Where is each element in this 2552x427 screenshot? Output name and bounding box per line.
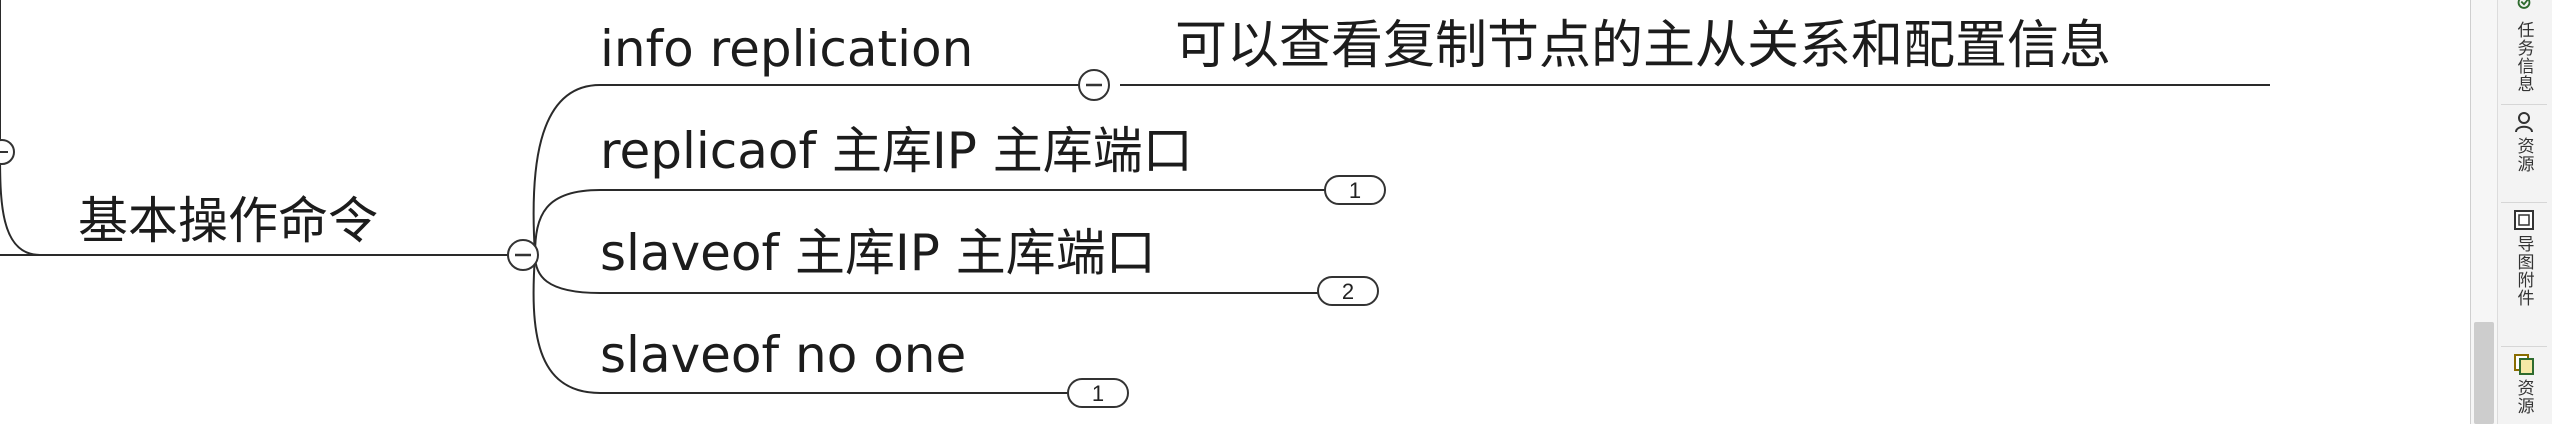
connector-child-2 [534,189,1330,256]
badge-count: 1 [1349,178,1361,203]
tab-resource[interactable]: 资源 [2501,104,2547,197]
tab-label: 导图附件 [2513,235,2534,307]
tab-task-info[interactable]: 任务信息 [2501,0,2547,93]
connector-child-4 [532,254,1070,394]
tab-label: 资源 [2513,137,2534,173]
connector-child-1 [532,84,1100,256]
scrollbar[interactable] [2471,0,2498,424]
attachment-icon [2514,210,2534,230]
badge-count: 2 [1342,279,1354,304]
child-node-slaveof-no-one[interactable]: slaveof no one [600,326,966,384]
collapse-button-parent[interactable] [507,239,539,271]
count-badge-child-2[interactable]: 1 [1324,175,1386,205]
parent-node-label[interactable]: 基本操作命令 [78,192,378,250]
resource-icon [2515,112,2533,133]
task-info-icon [2517,0,2531,9]
mindmap-canvas: 基本操作命令 info replication 可以查看复制节点的主从关系和配置… [0,0,2270,408]
count-badge-child-4[interactable]: 1 [1067,378,1129,408]
child-node-replicaof[interactable]: replicaof 主库IP 主库端口 [600,122,1193,180]
child-node-info-replication[interactable]: info replication [600,20,973,78]
badge-count: 1 [1092,381,1104,406]
resource-copy-icon [2514,354,2534,375]
tab-label: 任务信息 [2513,21,2534,93]
count-badge-child-3[interactable]: 2 [1317,276,1379,306]
child-node-slaveof[interactable]: slaveof 主库IP 主库端口 [600,224,1156,282]
collapse-button-root[interactable] [0,139,15,165]
collapse-button-child-1[interactable] [1078,69,1110,101]
side-panel: 任务信息 资源 导图附件 资源 [2470,0,2552,424]
scrollbar-thumb[interactable] [2474,322,2494,424]
tab-label: 资源 [2513,379,2534,415]
note-text[interactable]: 可以查看复制节点的主从关系和配置信息 [1175,16,2111,76]
tab-attachment[interactable]: 导图附件 [2501,202,2547,343]
tab-resource-copy[interactable]: 资源 [2501,346,2547,427]
connector-root [0,149,41,256]
